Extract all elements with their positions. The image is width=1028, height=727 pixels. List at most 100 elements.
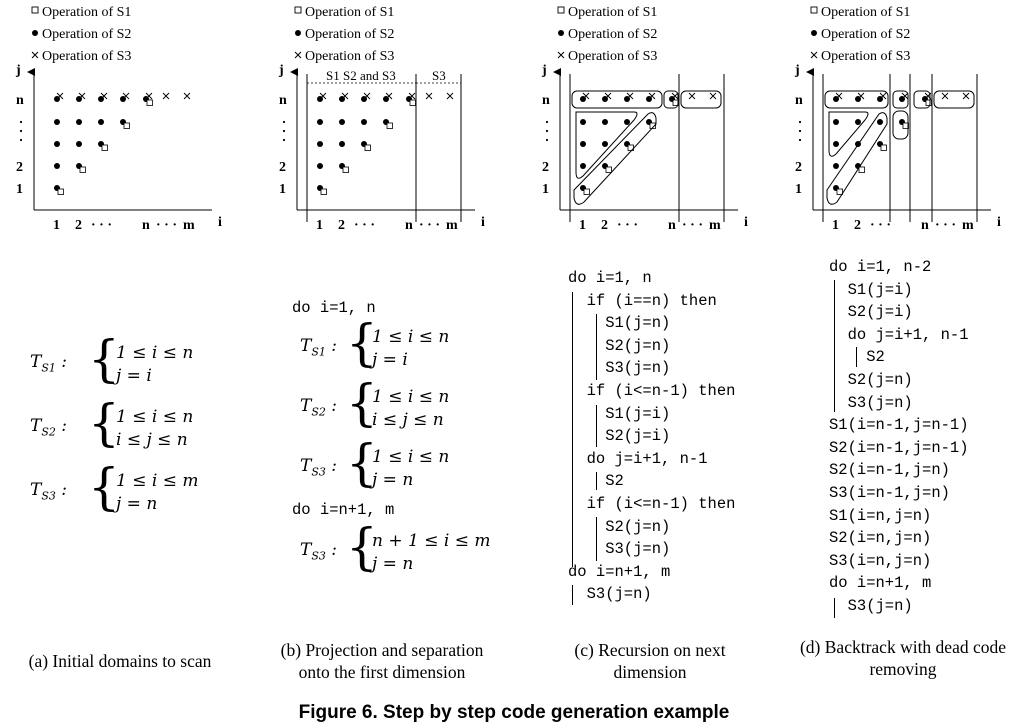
ellipsis-dot — [798, 138, 802, 142]
cross-icon — [879, 92, 887, 100]
row-n-group — [824, 90, 889, 109]
ellipsis-dot — [19, 129, 23, 133]
constraint-2: i ≤ j ≤ n — [372, 410, 444, 430]
constraint-1: 1 ≤ i ≤ n — [116, 343, 194, 363]
ellipsis-dot — [282, 120, 286, 124]
point-group — [892, 90, 909, 109]
dot-icon — [54, 119, 60, 125]
cross-icon — [962, 92, 970, 100]
code-line: do j=i+1, n-1 — [568, 449, 708, 468]
domain-subscript: S3 — [311, 549, 326, 563]
dot-icon — [317, 141, 323, 147]
square-icon — [858, 166, 865, 173]
code-line: S2 — [829, 348, 885, 367]
cross-icon — [162, 92, 170, 100]
legend-label: Operation of S2 — [305, 27, 394, 42]
square-icon — [57, 188, 64, 195]
code-line: S1(i=n-1,j=n-1) — [829, 416, 969, 435]
x-tick-label: n — [921, 218, 929, 233]
triangle-group — [575, 111, 638, 179]
dot-icon — [76, 119, 82, 125]
square-icon — [409, 99, 416, 106]
legend-label: Operation of S3 — [568, 49, 657, 64]
dot-icon — [295, 30, 301, 36]
code-line: S3(i=n,j=n) — [829, 551, 932, 570]
square-icon — [101, 144, 108, 151]
cross-icon — [857, 92, 865, 100]
panel-d-code: do i=1, n-2 S1(j=i) S2(j=i) do j=i+1, n-… — [829, 256, 969, 618]
cross-icon — [671, 92, 679, 100]
cross-icon — [557, 51, 565, 59]
ellipsis-dot — [545, 138, 549, 142]
x-axis-label: i — [481, 215, 485, 230]
brace: { — [88, 394, 120, 452]
x-tick-label: m — [962, 218, 974, 233]
indent-bar — [596, 314, 597, 380]
x-axis-label: i — [744, 215, 748, 230]
brace: { — [346, 314, 378, 372]
cross-icon — [100, 92, 108, 100]
dot-icon — [317, 163, 323, 169]
cross-icon — [78, 92, 86, 100]
square-icon — [31, 6, 39, 14]
code-line: do i=n+1, m — [292, 501, 395, 519]
cross-icon — [810, 51, 818, 59]
ellipsis-dot — [798, 120, 802, 124]
caption-d-line1: (d) Backtrack with dead code — [799, 637, 1007, 657]
caption-c-line1: (c) Recursion on next — [574, 640, 726, 660]
legend-label: Operation of S1 — [568, 5, 657, 20]
cross-icon — [425, 92, 433, 100]
ellipsis-dot — [798, 129, 802, 133]
legend-label: Operation of S2 — [568, 27, 657, 42]
y-tick-label: 2 — [16, 160, 23, 175]
dot-icon — [602, 119, 608, 125]
code-line: S3(j=n) — [568, 540, 671, 559]
constraint-1: 1 ≤ i ≤ m — [116, 471, 199, 491]
cross-icon — [835, 92, 843, 100]
code-line: S2(j=n) — [829, 370, 913, 389]
cross-icon — [648, 92, 656, 100]
domain-symbol: T — [30, 352, 42, 372]
x-tick-label: 2 — [75, 218, 82, 233]
ellipsis-dot — [282, 138, 286, 142]
code-line: do i=1, n — [292, 299, 376, 317]
y-tick-label: 1 — [542, 182, 549, 197]
code-line: S2(j=i) — [568, 427, 671, 446]
diagonal-group — [826, 112, 888, 205]
code-line: do i=n+1, m — [568, 562, 671, 581]
dot-icon — [32, 30, 38, 36]
code-line: S2(j=n) — [568, 517, 671, 536]
code-line: S2 — [568, 472, 624, 491]
dot-icon — [833, 119, 839, 125]
domain-subscript: S2 — [311, 405, 326, 419]
code-line: if (i==n) then — [568, 291, 717, 310]
code-line: S2(i=n-1,j=n-1) — [829, 438, 969, 457]
square-icon — [342, 166, 349, 173]
y-tick-label: 2 — [795, 160, 802, 175]
constraint-1: n + 1 ≤ i ≤ m — [372, 531, 491, 551]
x-tick-label: · · · — [354, 218, 375, 233]
panel-c-code: do i=1, n if (i==n) then S1(j=n) S2(j=n)… — [568, 267, 735, 606]
legend-label: Operation of S3 — [305, 49, 394, 64]
square-icon — [123, 122, 130, 129]
brace: { — [346, 374, 378, 432]
constraint-2: i ≤ j ≤ n — [116, 430, 188, 450]
x-tick-label: m — [446, 218, 458, 233]
code-line: S3(j=n) — [568, 585, 652, 604]
x-tick-label: · · · — [91, 218, 112, 233]
legend-label: Operation of S3 — [821, 49, 910, 64]
domain-subscript: S1 — [41, 361, 56, 375]
legend-label: Operation of S3 — [42, 49, 131, 64]
square-icon — [810, 6, 818, 14]
caption-c-line2: dimension — [613, 662, 687, 682]
code-line: S3(j=n) — [829, 393, 913, 412]
x-tick-label: · · · — [419, 218, 440, 233]
x-tick-label: n — [142, 218, 150, 233]
figure-title: Figure 6. Step by step code generation e… — [298, 702, 730, 723]
constraint-1: 1 ≤ i ≤ n — [372, 387, 450, 407]
indent-bar — [596, 405, 597, 447]
dot-icon — [580, 119, 586, 125]
cross-icon — [626, 92, 634, 100]
caption-b: (b) Projection and separation onto the f… — [262, 639, 502, 683]
